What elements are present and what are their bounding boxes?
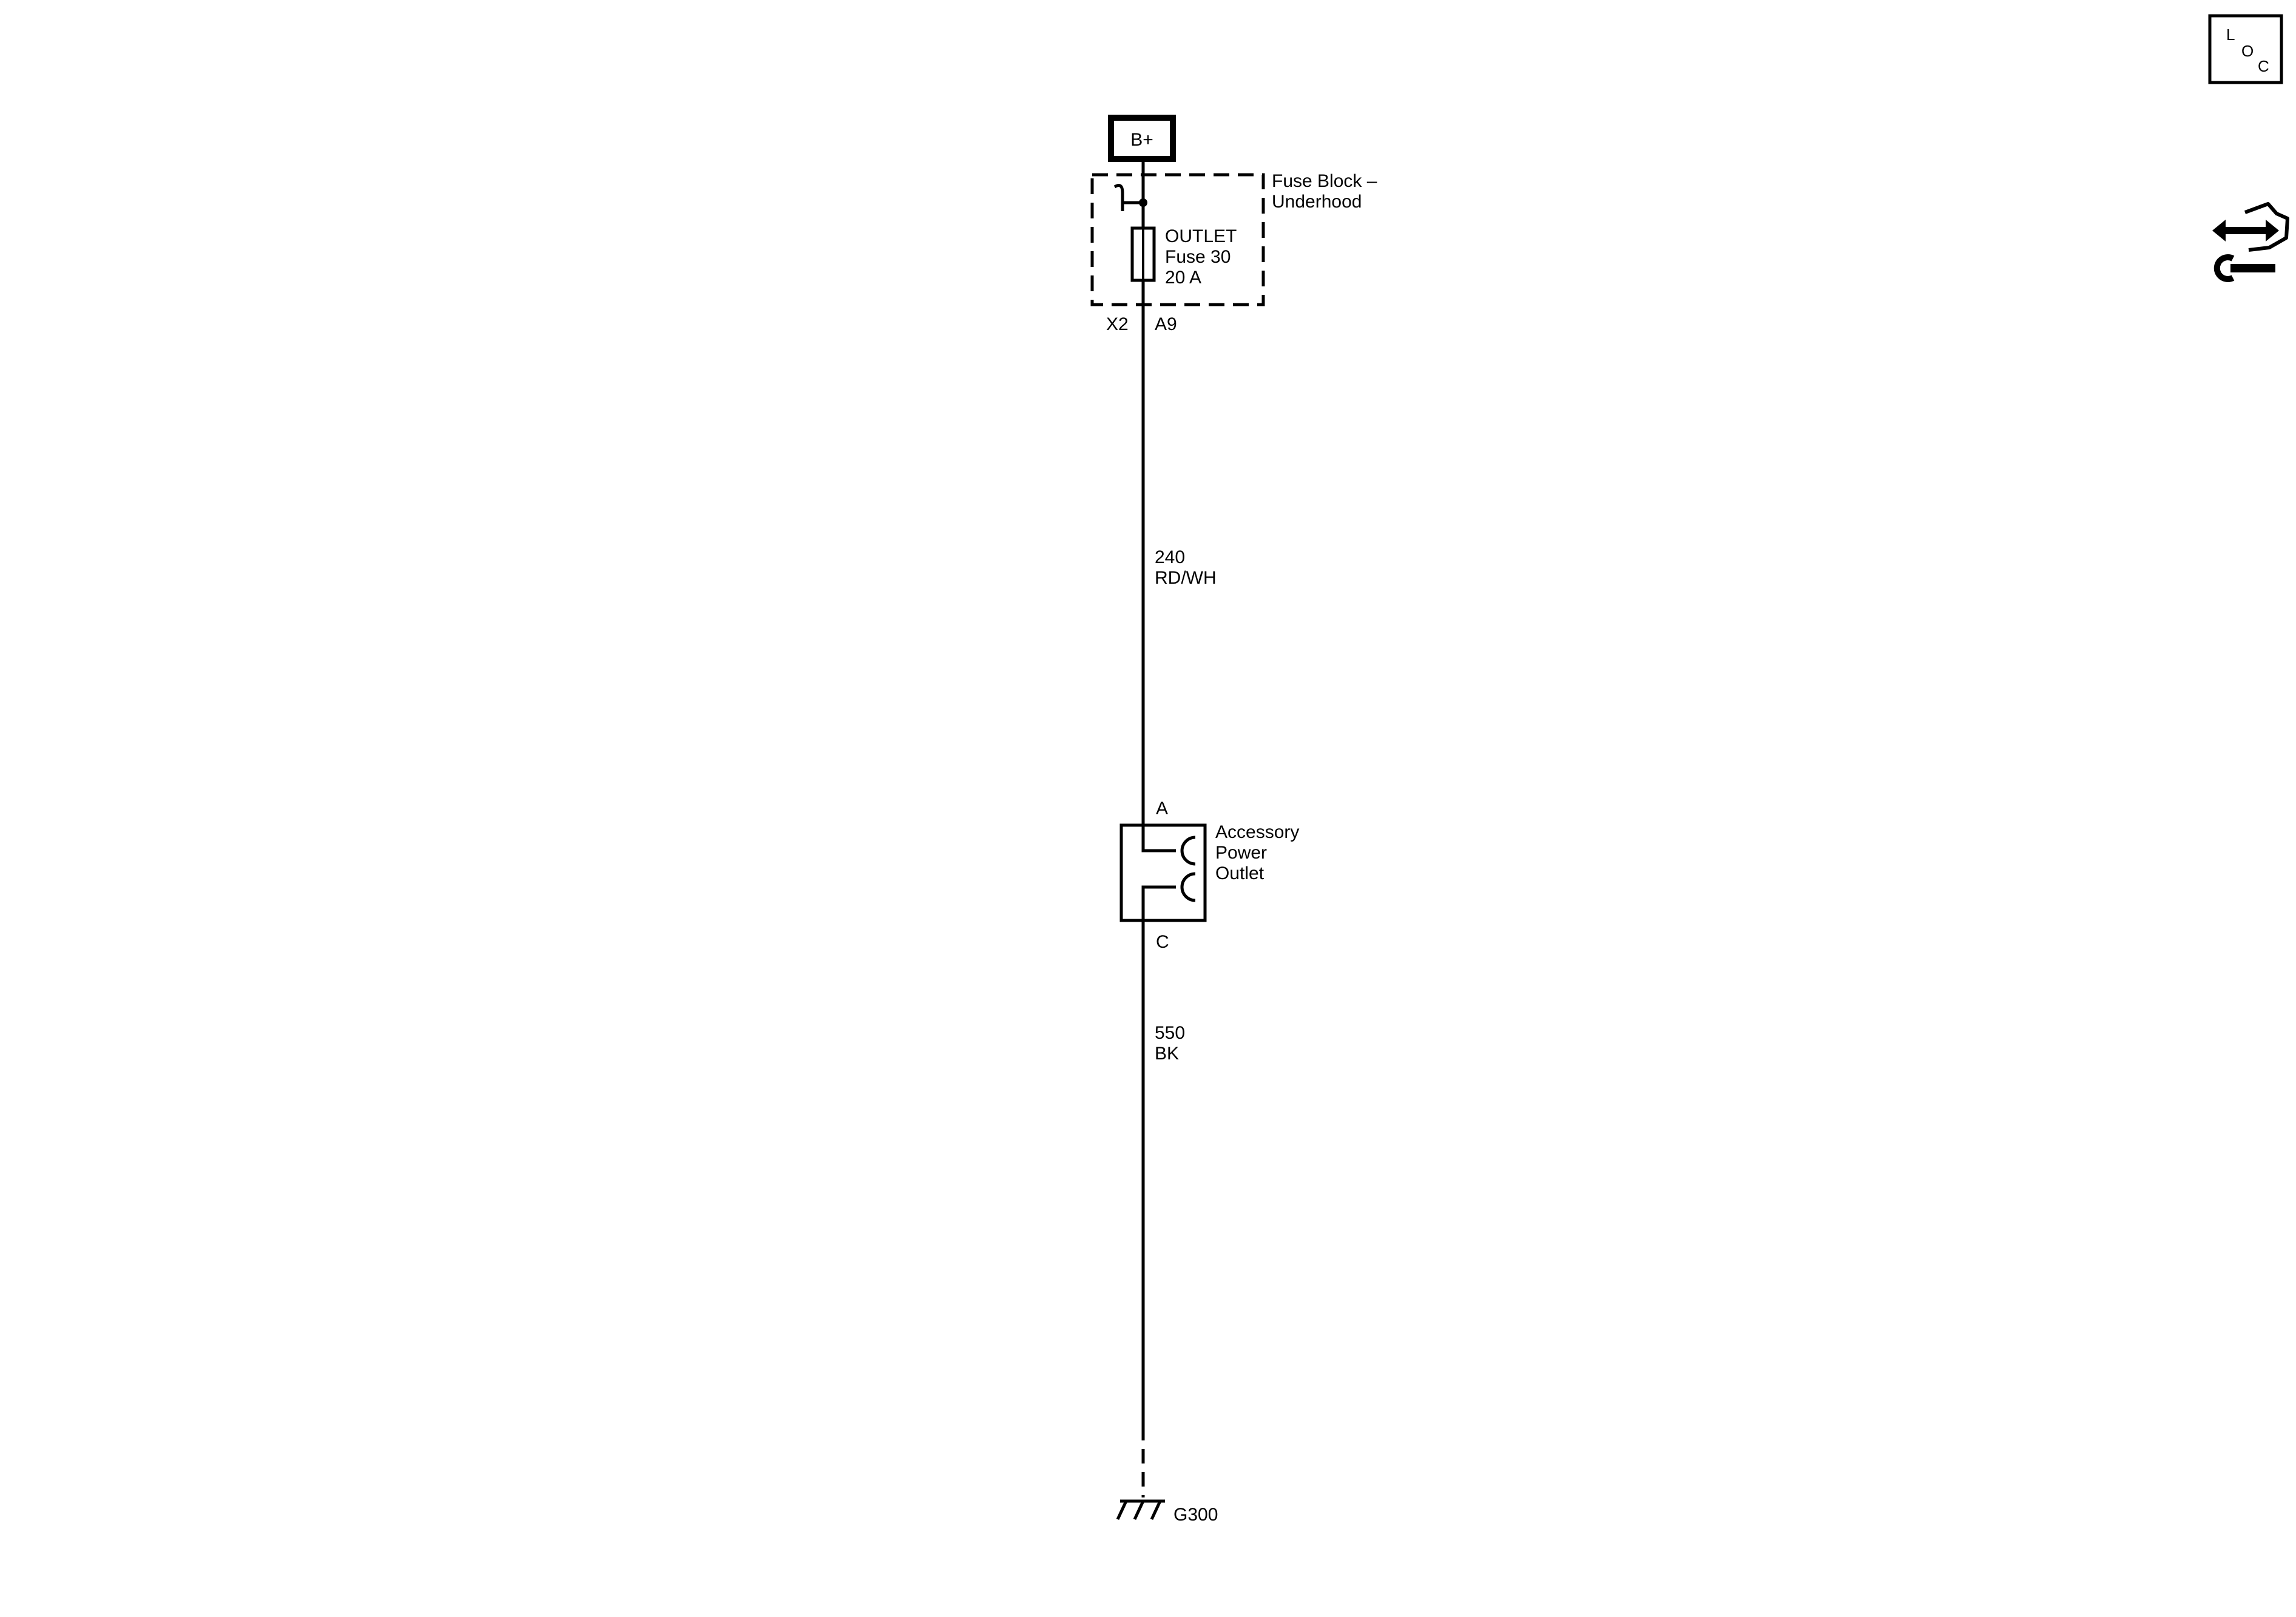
fuse-name: OUTLET [1165, 226, 1237, 246]
loc-letter-l: L [2226, 25, 2235, 44]
accessory-power-outlet: A C Accessory Power Outlet [1119, 798, 1299, 952]
outlet-pin-c: C [1156, 932, 1169, 952]
outlet-name-line3: Outlet [1215, 863, 1264, 883]
outlet-pin-a: A [1156, 798, 1168, 819]
wire-240: 240 RD/WH [1141, 305, 1217, 825]
fuse-number: Fuse 30 [1165, 247, 1231, 267]
wire-550: 550 BK [1141, 920, 1185, 1497]
loc-letter-c: C [2258, 57, 2269, 75]
fuse-block-connector: X2 [1106, 314, 1129, 334]
service-arrow-wrench-icon[interactable] [2212, 202, 2289, 282]
fuse-block-underhood: Fuse Block – Underhood OUTLET Fuse 30 20… [1090, 171, 1377, 334]
battery-positive-source: B+ [1108, 115, 1176, 162]
wire-550-circuit: 550 [1155, 1023, 1185, 1043]
outlet-name-line2: Power [1215, 843, 1267, 863]
b-plus-label: B+ [1130, 130, 1153, 150]
ground-g300: G300 [1116, 1499, 1218, 1525]
outlet-name-line1: Accessory [1215, 822, 1299, 842]
fuse-block-pin: A9 [1155, 314, 1177, 334]
fuse-block-name-line2: Underhood [1272, 192, 1362, 212]
wire-240-color: RD/WH [1155, 568, 1217, 588]
fuse-block-name-line1: Fuse Block – [1272, 171, 1377, 191]
fuse-rating: 20 A [1165, 268, 1201, 288]
ground-label: G300 [1173, 1505, 1218, 1525]
loc-icon[interactable]: L O C [2208, 14, 2283, 84]
wire-550-color: BK [1155, 1044, 1179, 1064]
wire-240-circuit: 240 [1155, 547, 1185, 567]
loc-letter-o: O [2241, 42, 2254, 60]
